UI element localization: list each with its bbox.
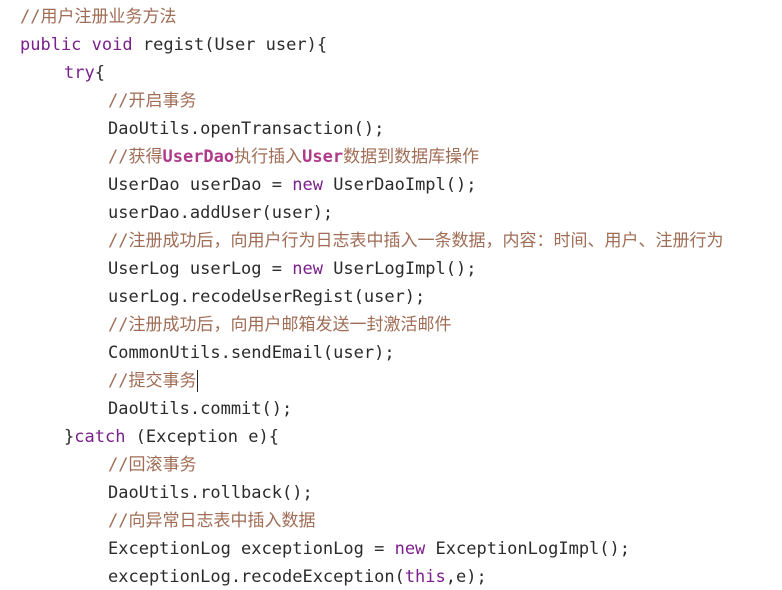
code-line[interactable]: //注册成功后，向用户邮箱发送一封激活邮件 [108, 311, 451, 339]
code-text: CommonUtils.sendEmail(user); [108, 343, 395, 363]
code-keyword: this [404, 567, 446, 587]
code-line[interactable]: //注册成功后，向用户行为日志表中插入一条数据，内容：时间、用户、注册行为 [108, 227, 723, 255]
code-comment: //注册成功后，向用户邮箱发送一封激活邮件 [108, 315, 452, 335]
code-text: UserDao userDao = [108, 175, 293, 195]
code-comment: 执行插入 [234, 147, 303, 167]
text-caret [197, 370, 199, 392]
code-comment: UserDao [162, 147, 235, 167]
code-line[interactable]: try{ [64, 59, 105, 87]
code-line[interactable]: userDao.addUser(user); [108, 199, 333, 227]
code-text: DaoUtils.openTransaction(); [108, 119, 385, 139]
code-keyword: new [394, 539, 426, 559]
code-text: regist(User user){ [132, 35, 328, 55]
code-text: userDao.addUser(user); [108, 203, 334, 223]
code-text: UserLog userLog = [108, 259, 293, 279]
code-keyword: public [20, 35, 82, 55]
code-line[interactable]: }catch (Exception e){ [64, 423, 279, 451]
code-line[interactable]: //向异常日志表中插入数据 [108, 507, 315, 535]
code-text: DaoUtils.commit(); [108, 399, 293, 419]
code-text: { [94, 63, 105, 83]
code-line[interactable]: DaoUtils.commit(); [108, 395, 292, 423]
code-text: UserLogImpl(); [322, 259, 477, 279]
code-text [81, 35, 91, 55]
code-text: } [64, 427, 75, 447]
code-line[interactable]: DaoUtils.openTransaction(); [108, 115, 384, 143]
code-line[interactable]: CommonUtils.sendEmail(user); [108, 339, 395, 367]
code-text: (Exception e){ [125, 427, 279, 447]
code-text: userLog.recodeUserRegist(user); [108, 287, 426, 307]
code-line[interactable]: UserDao userDao = new UserDaoImpl(); [108, 171, 476, 199]
code-text: UserDaoImpl(); [322, 175, 477, 195]
code-keyword: catch [74, 427, 126, 447]
code-comment: //向异常日志表中插入数据 [108, 511, 316, 531]
code-line[interactable]: DaoUtils.rollback(); [108, 479, 313, 507]
code-text: ExceptionLogImpl(); [425, 539, 630, 559]
code-text: ExceptionLog exceptionLog = [108, 539, 395, 559]
code-line[interactable]: UserLog userLog = new UserLogImpl(); [108, 255, 476, 283]
code-comment: //开启事务 [108, 91, 197, 111]
code-comment: 数据到数据库操作 [343, 147, 480, 167]
code-keyword: new [292, 259, 323, 279]
code-keyword: void [91, 35, 133, 55]
code-line[interactable]: public void regist(User user){ [20, 31, 327, 59]
code-comment: //获得 [108, 147, 163, 167]
code-comment: //提交事务 [108, 371, 197, 391]
code-text: exceptionLog.recodeException( [108, 567, 405, 587]
code-line[interactable]: //提交事务 [108, 367, 199, 395]
code-line[interactable]: //回滚事务 [108, 451, 196, 479]
code-comment: //用户注册业务方法 [20, 7, 177, 27]
code-line[interactable]: //获得UserDao执行插入User数据到数据库操作 [108, 143, 479, 171]
code-line[interactable]: ExceptionLog exceptionLog = new Exceptio… [108, 535, 630, 563]
code-text: DaoUtils.rollback(); [108, 483, 313, 503]
code-text: ,e); [445, 567, 487, 587]
code-keyword: new [292, 175, 323, 195]
code-keyword: try [64, 63, 95, 83]
code-comment: User [302, 147, 344, 167]
code-comment: //注册成功后，向用户行为日志表中插入一条数据，内容：时间、用户、注册行为 [108, 231, 724, 251]
code-comment: //回滚事务 [108, 455, 197, 475]
code-line[interactable]: //开启事务 [108, 87, 196, 115]
code-line[interactable]: userLog.recodeUserRegist(user); [108, 283, 425, 311]
code-line[interactable]: exceptionLog.recodeException(this,e); [108, 563, 487, 590]
code-line[interactable]: //用户注册业务方法 [20, 3, 176, 31]
